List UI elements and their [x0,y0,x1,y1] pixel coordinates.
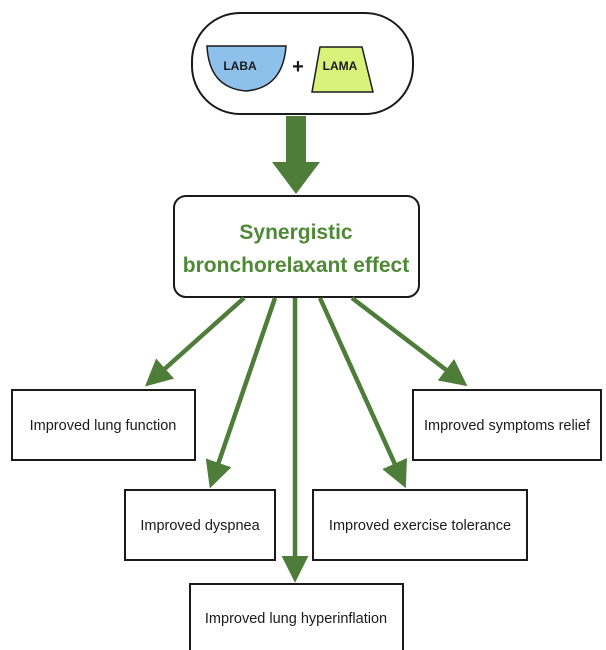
outcome-hyperinflation-label: Improved lung hyperinflation [205,611,387,627]
arrow-to-lung-function [144,296,246,387]
outcome-exercise-tolerance-label: Improved exercise tolerance [329,518,511,534]
outcome-symptoms-relief: Improved symptoms relief [412,389,602,461]
arrow-to-symptoms-relief [350,296,468,387]
lama-label: LAMA [323,59,358,73]
combination-box: LABA + LAMA [191,12,414,115]
laba-shape [206,45,287,92]
outcome-hyperinflation-frame [189,583,404,650]
outcome-dyspnea: Improved dyspnea [124,489,276,561]
plus-sign: + [292,56,304,78]
synergistic-effect-box: Synergistic bronchorelaxant effect [173,195,420,298]
outcome-dyspnea-label: Improved dyspnea [140,518,260,534]
arrow-to-dyspnea [205,297,278,489]
lama-shape [311,46,374,93]
outcome-exercise-tolerance: Improved exercise tolerance [312,489,528,561]
outcome-hyperinflation: Improved lung hyperinflation [189,583,404,650]
outcome-lung-function: Improved lung function [11,389,196,461]
outcome-exercise-tolerance-frame [312,489,528,561]
arrow-to-exercise-tolerance [317,297,407,489]
outcome-symptoms-relief-label: Improved symptoms relief [424,418,591,434]
thick-down-arrow [272,116,320,194]
outcome-lung-function-frame [11,389,196,461]
laba-label: LABA [223,59,257,73]
branch-arrows [144,296,468,583]
effect-title-line2: bronchorelaxant effect [183,254,409,277]
outcome-symptoms-relief-frame [412,389,602,461]
effect-title-line1: Synergistic [239,221,353,244]
outcome-lung-function-label: Improved lung function [30,418,177,434]
outcome-dyspnea-frame [124,489,276,561]
synergistic-effect-frame [173,195,420,298]
